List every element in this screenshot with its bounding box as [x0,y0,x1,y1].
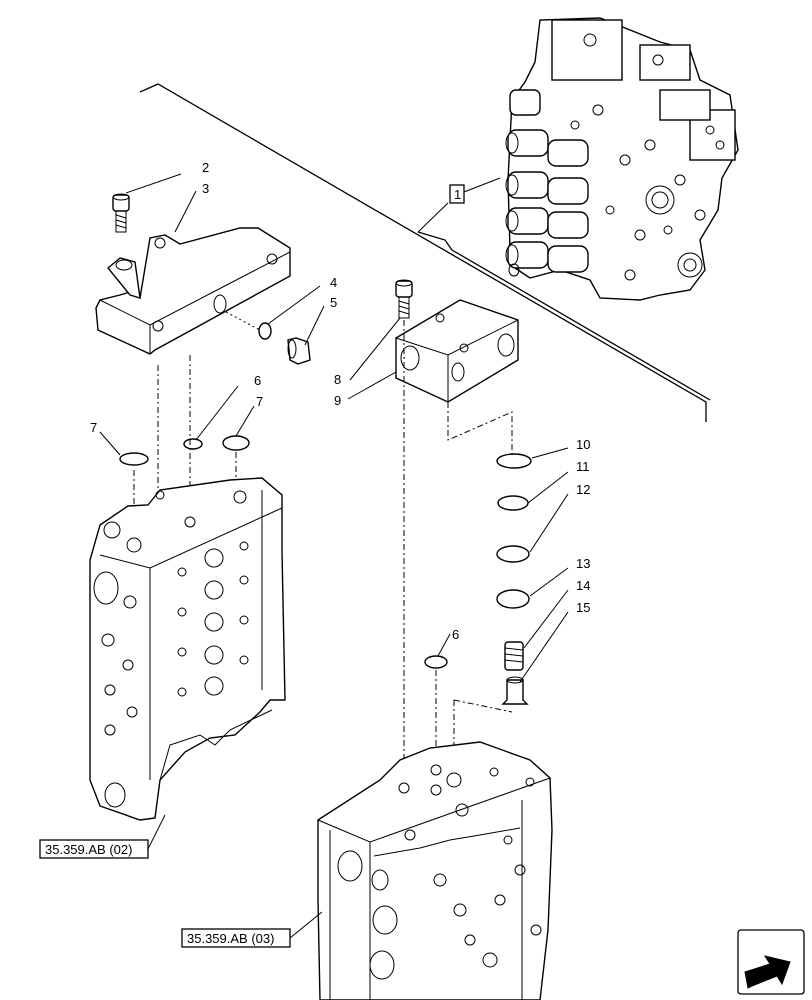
o-ring-part-13 [496,589,530,609]
o-ring-part-7-left [119,452,149,466]
valve-section-right [317,741,553,1000]
o-ring-part-4 [258,322,272,340]
callout-11: 11 [576,459,590,474]
callout-4: 4 [330,275,337,290]
check-valve-part-15 [501,676,529,705]
o-ring-part-7-right [222,435,250,451]
o-ring-part-10 [496,453,532,469]
callout-5: 5 [330,295,337,310]
callout-6-right: 6 [452,627,459,642]
control-valve-assembly [505,17,739,301]
callout-6-left: 6 [254,373,261,388]
valve-section-left [89,477,286,821]
callout-7-right: 7 [256,394,263,409]
valve-ports [570,33,725,281]
reference-link-left[interactable]: 35.359.AB (02) [39,814,166,859]
screw-part-8 [395,279,413,319]
arrow-back-icon[interactable] [737,929,805,995]
block-part-9 [395,299,519,403]
reference-label-right: 35.359.AB (03) [187,931,274,946]
plug-part-5 [287,337,311,365]
callout-7-left: 7 [90,420,97,435]
assembly-boundary-line-inner [417,231,711,401]
callout-15: 15 [576,600,590,615]
reference-label-left: 35.359.AB (02) [45,842,132,857]
solenoid-stack [505,89,589,277]
callout-9: 9 [334,393,341,408]
callout-3: 3 [202,181,209,196]
o-ring-part-6-left [183,438,203,450]
callout-12: 12 [576,482,590,497]
spring-part-14 [504,641,524,671]
callout-8: 8 [334,372,341,387]
backup-ring-part-11 [497,495,529,511]
callout-1: 1 [417,177,501,233]
reference-link-right[interactable]: 35.359.AB (03) [181,911,323,948]
screw-part-2 [112,193,130,233]
cover-plate-part-3 [95,227,291,355]
callout-10: 10 [576,437,590,452]
callout-label: 1 [454,187,461,202]
o-ring-part-6-right [424,655,448,669]
callout-14: 14 [576,578,590,593]
callout-2: 2 [202,160,209,175]
ring-part-12 [496,545,530,563]
callout-13: 13 [576,556,590,571]
assembly-boundary-line [139,83,707,422]
